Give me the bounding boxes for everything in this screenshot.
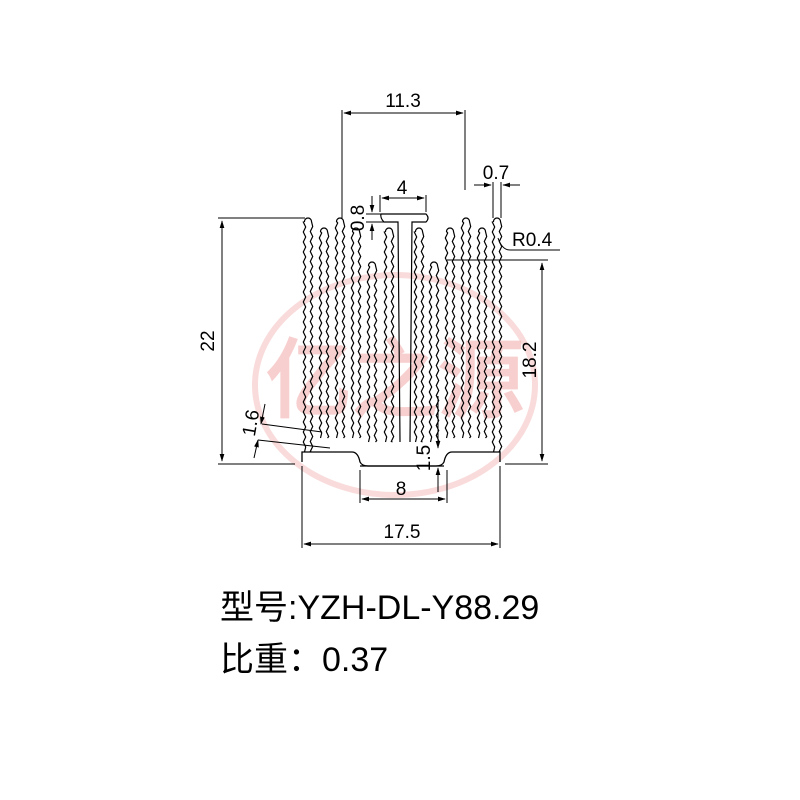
fin-right-2 <box>460 217 472 439</box>
dim-tab-thickness: 0.8 <box>348 205 369 231</box>
model-separator: : <box>288 589 298 627</box>
dim-top-width: 11.3 <box>385 91 421 112</box>
model-label: 型号 <box>220 589 288 627</box>
dim-total-height: 22 <box>198 330 219 351</box>
fin-outer-right <box>491 217 503 453</box>
weight-separator: ： <box>288 641 322 679</box>
fin-right-6 <box>413 227 425 443</box>
heatsink-outline <box>301 451 501 467</box>
dim-base-thickness: 1.5 <box>414 445 435 471</box>
dim-root-thickness: 1.6 <box>239 408 264 438</box>
dim-inner-height: 18.2 <box>520 342 541 379</box>
dim-total-width: 17.5 <box>384 522 421 543</box>
dim-radius: R0.4 <box>512 230 553 251</box>
fin-outer-left <box>302 217 314 453</box>
fin-left-6 <box>383 227 395 443</box>
model-value: YZH-DL-Y88.29 <box>297 589 540 627</box>
fin-left-2 <box>334 217 346 439</box>
base-profile <box>301 451 501 467</box>
dimension-lines <box>218 110 560 548</box>
weight-value: 0.37 <box>322 641 389 679</box>
weight-label: 比重 <box>220 641 288 679</box>
fin-left-3 <box>318 227 330 439</box>
fins <box>302 213 503 453</box>
dim-tab-width: 4 <box>397 178 408 199</box>
fin-right-4 <box>444 227 456 439</box>
fin-left-5 <box>366 261 378 443</box>
weight-caption: 比重：0.37 <box>220 632 388 681</box>
dim-fin-thickness: 0.7 <box>483 163 509 184</box>
dim-center-width: 8 <box>396 479 407 500</box>
fin-right-3 <box>476 227 488 439</box>
fin-right-5 <box>428 261 440 443</box>
watermark-text: 亿之源 <box>266 331 524 431</box>
watermark-logo: 亿之源 <box>252 272 538 498</box>
model-caption: 型号:YZH-DL-Y88.29 <box>220 580 539 629</box>
fin-left-4 <box>350 227 362 439</box>
